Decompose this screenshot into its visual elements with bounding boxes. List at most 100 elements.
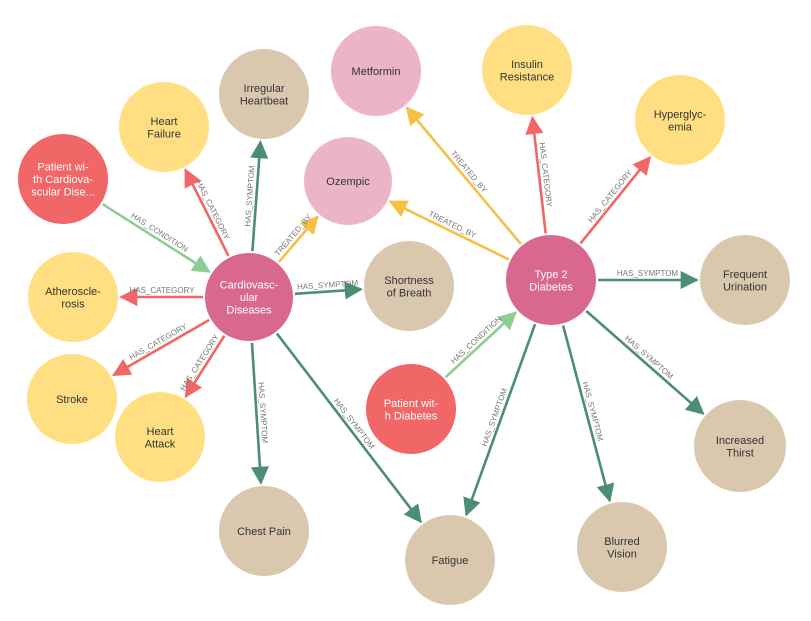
node-label: Atheroscle- [45,286,101,298]
edge-line[interactable] [184,335,226,399]
node-circle[interactable] [219,486,309,576]
node-circle[interactable] [364,241,454,331]
edge-label: HAS_CATEGORY [194,179,231,242]
node-stroke[interactable]: Stroke [27,354,117,444]
edge-line[interactable] [388,200,510,261]
node-ozempic[interactable]: Ozempic [304,137,392,225]
edge-line[interactable] [112,318,210,377]
edge-line[interactable] [275,332,422,524]
edge-label: HAS_CONDITION [449,314,504,365]
node-label: Diseases [226,305,272,317]
node-chestpain[interactable]: Chest Pain [219,486,309,576]
edge-line[interactable] [444,311,518,379]
node-label: of Breath [387,287,432,299]
node-label: Insulin [511,59,543,71]
edge-cvd-athero[interactable]: HAS_CATEGORY [119,286,203,307]
node-metformin[interactable]: Metformin [331,26,421,116]
edge-line[interactable] [250,140,269,252]
node-label: Metformin [352,66,401,78]
edge-pdia-t2d[interactable]: HAS_CONDITION [444,311,518,379]
node-label: Frequent [723,269,767,281]
node-circle[interactable] [700,235,790,325]
node-circle[interactable] [115,392,205,482]
node-label: Thirst [726,447,754,459]
node-circle[interactable] [577,502,667,592]
edge-line[interactable] [250,342,269,485]
edge-t2d-hyper[interactable]: HAS_CATEGORY [579,155,652,245]
edge-t2d-urination[interactable]: HAS_SYMPTOM [598,269,699,290]
node-label: Heart [151,116,178,128]
edge-label: HAS_CATEGORY [178,332,221,392]
node-label: Vision [607,548,637,560]
node-pcvd[interactable]: Patient wi-th Cardiova-scular Dise... [18,134,108,224]
node-circle[interactable] [506,235,596,325]
edge-cvd-heartfailure[interactable]: HAS_CATEGORY [184,168,232,257]
node-circle[interactable] [18,134,108,224]
node-label: Heart [147,426,174,438]
node-label: ular [240,292,259,304]
node-label: rosis [61,298,85,310]
edge-t2d-fatigue[interactable]: HAS_SYMPTOM [463,323,537,517]
node-label: scular Dise... [31,187,95,199]
edge-line[interactable] [184,168,230,257]
edge-label: TREATED_BY [427,209,478,240]
node-fatigue[interactable]: Fatigue [405,515,495,605]
node-pdia[interactable]: Patient wit-h Diabetes [366,364,456,454]
node-circle[interactable] [482,25,572,115]
edge-cvd-irregular[interactable]: HAS_SYMPTOM [243,140,269,252]
node-circle[interactable] [635,75,725,165]
node-circle[interactable] [119,82,209,172]
node-circle[interactable] [366,364,456,454]
edge-cvd-heartattack[interactable]: HAS_CATEGORY [178,332,226,399]
node-circle[interactable] [694,400,786,492]
node-circle[interactable] [405,515,495,605]
edge-cvd-sob[interactable]: HAS_SYMPTOM [294,278,363,300]
node-label: Chest Pain [237,526,291,538]
node-label: Attack [145,438,176,450]
edge-line[interactable] [405,106,522,245]
node-label: Shortness [384,275,434,287]
node-circle[interactable] [331,26,421,116]
edge-line[interactable] [525,115,547,234]
node-circle[interactable] [304,137,392,225]
node-label: Ozempic [326,176,370,188]
node-circle[interactable] [205,253,293,341]
edge-t2d-thirst[interactable]: HAS_SYMPTOM [585,310,705,415]
node-label: Irregular [244,83,285,95]
node-circle[interactable] [219,49,309,139]
node-label: h Diabetes [385,410,438,422]
edge-line[interactable] [579,155,652,245]
edge-cvd-ozempic[interactable]: TREATED_BY [273,212,319,263]
node-label: Blurred [604,536,639,548]
node-label: Failure [147,128,181,140]
edge-line[interactable] [294,281,363,300]
edge-line[interactable] [277,215,319,263]
edge-line[interactable] [561,325,615,503]
edge-line[interactable] [585,310,705,415]
edge-pcvd-cvd[interactable]: HAS_CONDITION [101,203,211,273]
edge-label: HAS_SYMPTOM [617,269,679,278]
edge-t2d-insulin[interactable]: HAS_CATEGORY [525,115,554,234]
edge-t2d-blurred[interactable]: HAS_SYMPTOM [561,325,615,503]
edge-cvd-chestpain[interactable]: HAS_SYMPTOM [250,342,269,485]
edge-label: TREATED_BY [449,149,490,195]
node-athero[interactable]: Atheroscle-rosis [28,252,118,342]
edge-t2d-metformin[interactable]: TREATED_BY [405,106,522,245]
edge-line[interactable] [101,203,211,273]
edge-line[interactable] [463,323,537,517]
node-label: Increased [716,435,764,447]
node-circle[interactable] [28,252,118,342]
node-circle[interactable] [27,354,117,444]
node-hyper[interactable]: Hyperglyc-emia [635,75,725,165]
